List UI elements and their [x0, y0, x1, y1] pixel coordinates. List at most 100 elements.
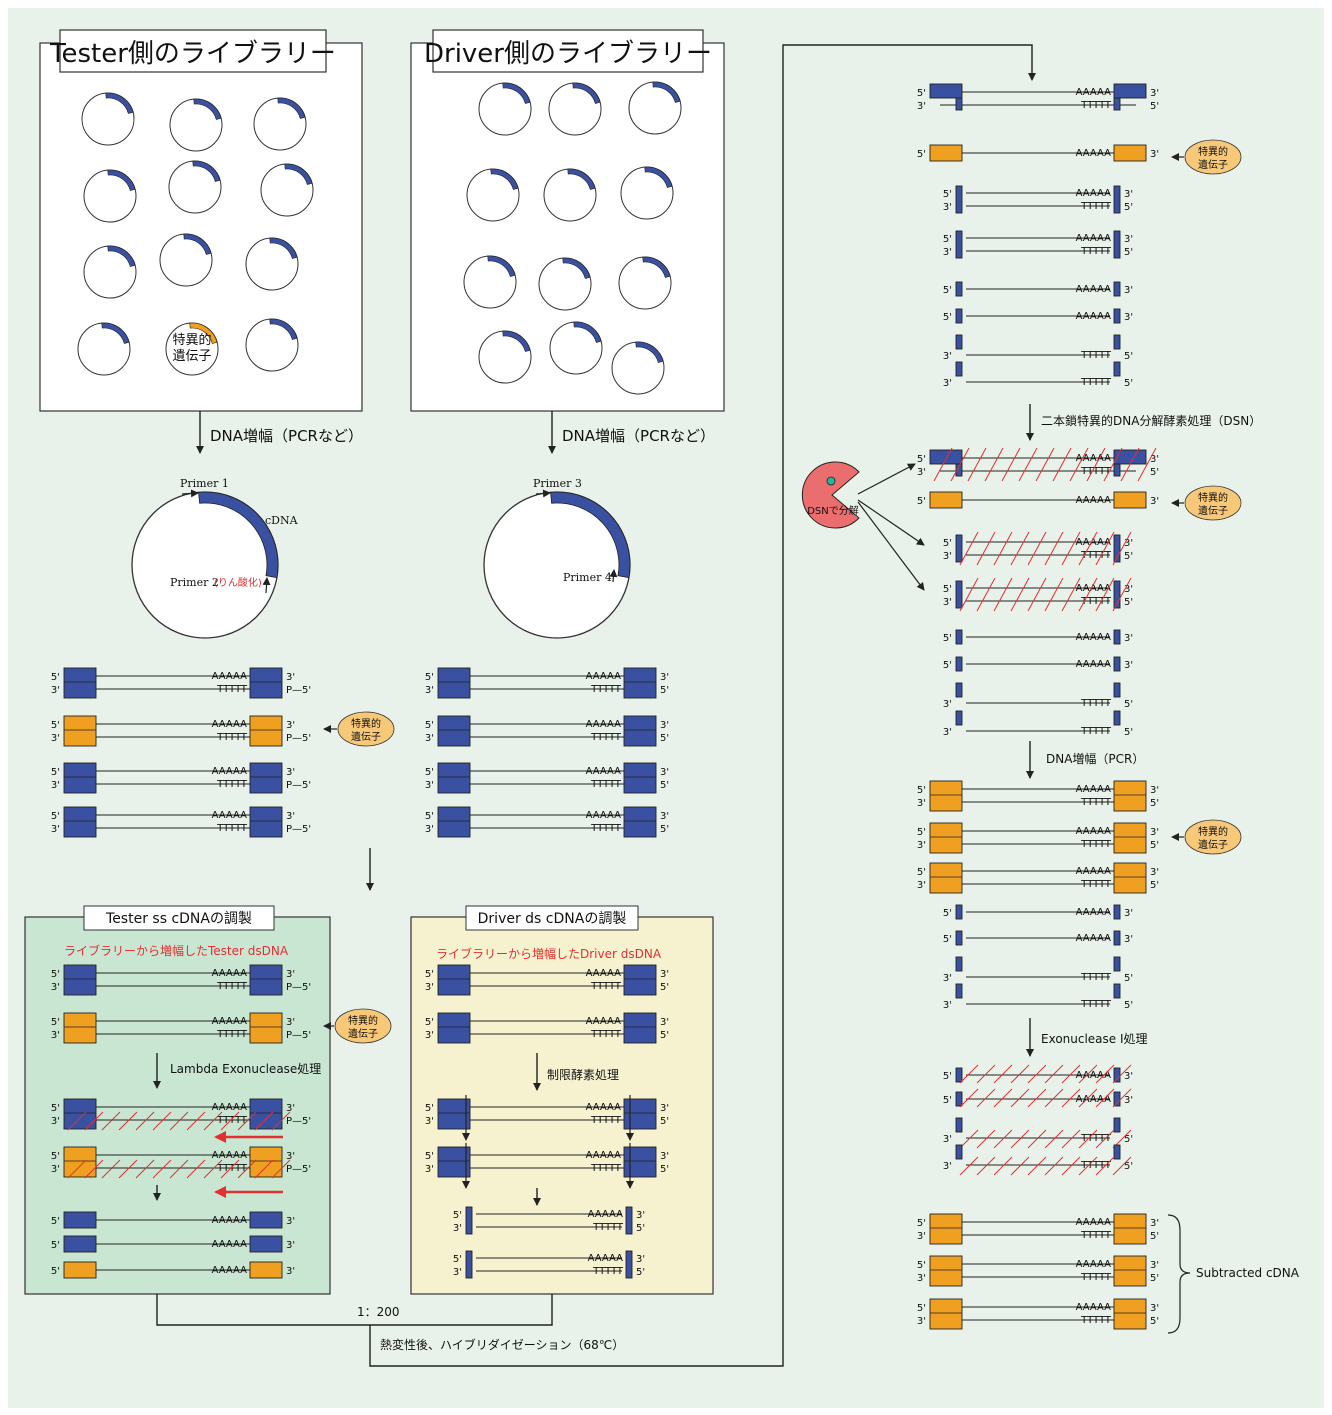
five-prime-label: 5' — [425, 811, 434, 822]
poly-t-label: TTTTT — [590, 779, 622, 790]
poly-a-label: AAAAA — [212, 671, 247, 682]
five-prime-label: 5' — [425, 1151, 434, 1162]
blue-adapter — [955, 334, 963, 350]
blue-adapter — [955, 230, 963, 259]
three-prime-label: 3' — [1124, 538, 1133, 549]
library-plasmid — [466, 168, 520, 222]
poly-t-label: TTTTT — [216, 779, 248, 790]
degradation-hatch — [959, 1088, 979, 1108]
blue-adapter — [929, 83, 963, 99]
cdna-insert — [101, 322, 130, 344]
blue-adapter — [249, 667, 283, 699]
blue-adapter — [623, 806, 657, 838]
blue-adapter — [437, 667, 471, 699]
poly-a-label: AAAAA — [588, 1253, 623, 1264]
three-prime-label: 3' — [1124, 660, 1133, 671]
poly-t-label: TTTTT — [216, 1163, 248, 1174]
five-prime-label: 5' — [1124, 351, 1133, 362]
tester-library-title-frame — [59, 29, 327, 73]
poly-t-label: TTTTT — [1080, 377, 1112, 388]
poly-t-label: TTTTT — [590, 981, 622, 992]
driver-single-strand: 5'3'AAAAA — [943, 629, 1133, 645]
poly-t-label: TTTTT — [590, 684, 622, 695]
specific-gene-plasmid — [165, 322, 219, 376]
degradation-hatch — [993, 1088, 1013, 1108]
degradation-hatch — [1044, 1129, 1064, 1149]
five-prime-label: 5' — [943, 234, 952, 245]
blue-adapter — [1113, 230, 1121, 259]
five-prime-label: 5' — [1124, 699, 1133, 710]
five-prime-label: 3' — [943, 973, 952, 984]
poly-t-label: TTTTT — [1080, 797, 1112, 808]
orange-adapter — [929, 1213, 963, 1245]
blue-adapter — [249, 1098, 283, 1130]
poly-t-label: TTTTT — [1080, 839, 1112, 850]
poly-a-label: AAAAA — [586, 968, 621, 979]
orange-adapter — [929, 144, 963, 162]
degradation-hatch — [976, 577, 996, 612]
driver-antisense-strand: 3'5'TTTTT — [943, 682, 1133, 710]
degradation-hatch — [1044, 1064, 1064, 1084]
tester-library-plasmids — [77, 92, 314, 376]
three-prime-label: 3' — [51, 1164, 60, 1175]
three-prime-label: 3' — [1150, 496, 1159, 507]
blue-adapter — [623, 715, 657, 747]
orange-adapter — [929, 822, 963, 854]
cdna-insert — [183, 233, 212, 255]
blue-adapter — [955, 1091, 963, 1107]
blue-adapter — [1113, 449, 1147, 465]
degradation-hatch — [152, 1111, 172, 1131]
five-prime-label: 5' — [636, 1223, 645, 1234]
five-prime-label: 5' — [1124, 247, 1133, 258]
blue-adapter — [63, 667, 97, 699]
five-prime-label: 5' — [51, 672, 60, 683]
three-prime-label: 3' — [917, 880, 926, 891]
hybridize-path — [369, 44, 1036, 1367]
blue-adapter — [63, 806, 97, 838]
library-plasmid — [168, 160, 222, 214]
poly-t-label: TTTTT — [590, 1029, 622, 1040]
five-prime-label: 5' — [660, 1116, 669, 1127]
degradation-hatch — [1095, 1064, 1115, 1084]
three-prime-label: 3' — [636, 1210, 645, 1221]
degradation-hatch — [993, 1064, 1013, 1084]
poly-t-label: TTTTT — [1080, 1272, 1112, 1283]
three-prime-label: 3' — [660, 672, 669, 683]
cdna-insert — [487, 255, 516, 277]
three-prime-label: 3' — [51, 780, 60, 791]
five-prime-label: 3' — [943, 378, 952, 389]
blue-adapter — [437, 715, 471, 747]
cdna-insert — [269, 318, 298, 340]
cdna-insert — [635, 341, 664, 363]
blue-adapter — [1113, 534, 1121, 563]
poly-t-label: TTTTT — [1080, 1160, 1112, 1171]
degradation-hatch — [169, 1111, 189, 1131]
phospho-label: P—5' — [286, 1116, 311, 1127]
blue-adapter — [955, 930, 963, 946]
driver-library-plasmids — [463, 81, 682, 395]
degradation-hatch — [1010, 577, 1030, 612]
blue-adapter — [955, 983, 963, 999]
blue-adapter — [955, 97, 963, 111]
three-prime-label: 3' — [1150, 88, 1159, 99]
poly-a-label: AAAAA — [212, 766, 247, 777]
three-prime-label: 3' — [917, 1273, 926, 1284]
driver-plasmid: Primer 3 Primer 4 — [483, 477, 631, 639]
poly-a-label: AAAAA — [1076, 537, 1111, 548]
phospho-label: P—5' — [286, 685, 311, 696]
five-prime-label: 5' — [51, 1266, 60, 1277]
orange-adapter — [249, 715, 283, 747]
blue-adapter — [63, 762, 97, 794]
degradation-hatch — [152, 1159, 172, 1179]
five-prime-label: 5' — [943, 908, 952, 919]
five-prime-label: 3' — [943, 727, 952, 738]
five-prime-label: 5' — [917, 88, 926, 99]
degradation-hatch — [1095, 1156, 1115, 1176]
degradation-hatch — [1027, 1156, 1047, 1176]
degradation-hatch — [1010, 1129, 1030, 1149]
